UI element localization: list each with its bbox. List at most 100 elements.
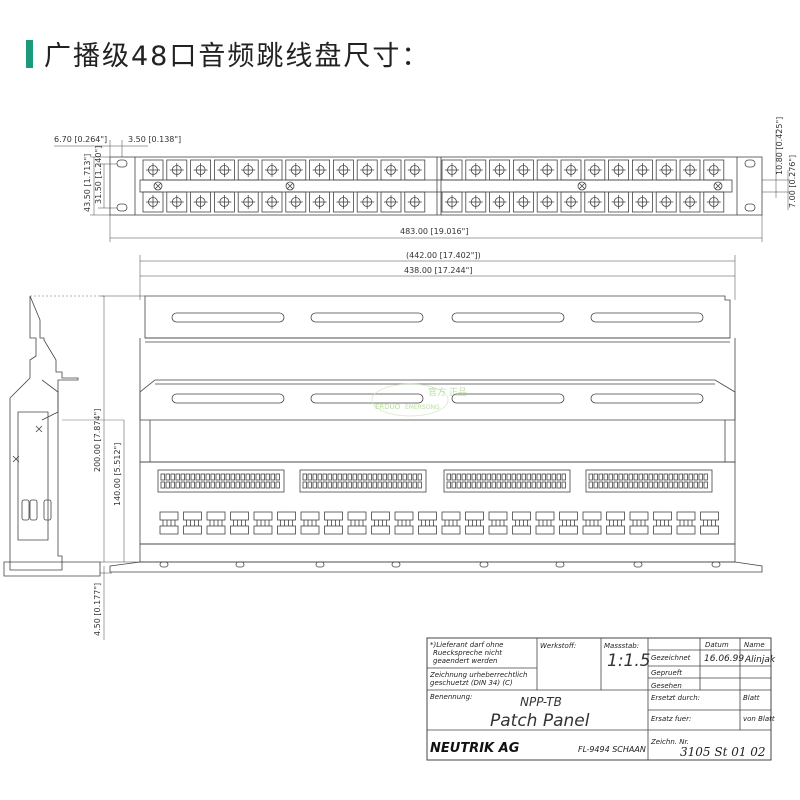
terminal-pair — [465, 511, 484, 535]
jack — [655, 159, 677, 181]
title-block — [426, 637, 772, 761]
dim-442: (442.00 [17.402"]) — [406, 251, 481, 260]
note-line-5: geschuetzt (DIN 34) (C) — [430, 679, 513, 687]
jack — [608, 191, 629, 213]
jack — [703, 159, 725, 181]
dim-7-00: 7.00 [0.276"] — [788, 155, 797, 208]
jack — [142, 191, 164, 213]
massstab-value: 1:1.5 — [607, 651, 651, 671]
edge-slot — [711, 561, 721, 568]
name-label: Name — [744, 641, 765, 649]
datum-label: Datum — [705, 641, 729, 649]
title-block-frame — [426, 637, 772, 761]
watermark-line2: ERDUO — [375, 403, 401, 411]
edge-slot — [159, 561, 169, 568]
gesehen-label: Gesehen — [651, 682, 682, 690]
jack — [560, 191, 582, 213]
terminal-pair — [582, 511, 602, 535]
terminal-pair — [371, 511, 390, 535]
terminal-pair — [183, 511, 202, 535]
dimension-labels: 6.70 [0.264"] 3.50 [0.138"] 483.00 [19.0… — [54, 117, 797, 636]
dim-31-50: 31.50 [1.240"] — [94, 146, 103, 204]
jack — [356, 159, 378, 181]
panel-front-edge — [139, 543, 736, 563]
dim-483: 483.00 [19.016"] — [400, 227, 468, 236]
werkstoff-label: Werkstoff: — [540, 642, 576, 650]
dim-4-50: 4.50 [0.177"] — [93, 583, 102, 636]
title-accent-bar — [26, 40, 33, 68]
jack — [560, 159, 582, 181]
zeichn-label: Zeichn. Nr. — [650, 738, 689, 746]
drawing-number: 3105 St 01 02 — [680, 745, 766, 759]
jack — [584, 191, 606, 213]
dim-200: 200.00 [7.874"] — [93, 409, 102, 472]
jack — [441, 191, 463, 213]
terminal-pair — [394, 511, 414, 535]
massstab-label: Massstab: — [604, 642, 639, 650]
terminal-pair — [441, 511, 461, 535]
terminal-pair — [535, 511, 555, 535]
jack — [213, 159, 235, 181]
cable-tray — [139, 379, 736, 421]
front-dimension-lines — [54, 130, 790, 242]
jack — [655, 191, 677, 213]
jack — [332, 159, 354, 181]
jack — [356, 191, 378, 213]
edge-slot — [479, 561, 489, 568]
terminal-block — [585, 469, 713, 493]
edge-slot — [633, 561, 643, 568]
terminal-pair — [159, 511, 179, 535]
rear-tray — [144, 295, 731, 339]
terminal-block — [299, 469, 427, 493]
ersatz-fuer-label: Ersatz fuer: — [651, 715, 691, 723]
front-view — [54, 130, 790, 242]
jack — [584, 159, 606, 181]
jack — [261, 159, 283, 181]
jack — [237, 191, 259, 213]
terminal-pair — [347, 511, 367, 535]
top-dimension-lines — [100, 255, 736, 640]
terminal-blocks — [157, 469, 713, 493]
product-name: Patch Panel — [490, 711, 590, 731]
gezeichnet-label: Gezeichnet — [651, 654, 691, 662]
jack — [703, 191, 725, 213]
terminal-pair — [629, 511, 649, 535]
jack — [608, 159, 629, 181]
edge-slot — [235, 561, 245, 568]
jack — [380, 191, 402, 213]
jack — [679, 191, 701, 213]
terminal-pair — [324, 511, 343, 535]
edge-slot — [555, 561, 565, 568]
blatt-label: Blatt — [743, 694, 760, 702]
jack — [536, 191, 558, 213]
jack — [513, 191, 534, 213]
datum-value: 16.06.99 — [704, 654, 744, 664]
edge-slot — [391, 561, 401, 568]
jack-row-top — [142, 159, 725, 181]
page-title: 广播级48口音频跳线盘尺寸： — [44, 41, 431, 72]
terminal-pair — [606, 511, 625, 535]
terminal-pair — [512, 511, 531, 535]
dim-3-50: 3.50 [0.138"] — [128, 135, 181, 144]
watermark-line3: EMERSONG — [405, 404, 440, 411]
jack — [489, 159, 511, 181]
terminal-pair — [300, 511, 320, 535]
von-blatt-label: von Blatt — [743, 715, 775, 723]
product-code: NPP-TB — [520, 695, 562, 709]
terminal-block — [157, 469, 285, 493]
terminal-pair — [230, 511, 249, 535]
jack — [261, 191, 283, 213]
dim-43-50: 43.50 [1.713"] — [83, 154, 92, 212]
note-line-1: *)Lieferant darf ohne — [430, 641, 504, 649]
jack — [166, 159, 188, 181]
terminal-pair — [206, 511, 226, 535]
jack — [332, 191, 354, 213]
top-view — [100, 255, 763, 640]
dim-140: 140.00 [5.512"] — [113, 443, 122, 506]
jack — [404, 191, 426, 213]
jack — [465, 159, 487, 181]
jack — [513, 159, 534, 181]
jack — [190, 191, 212, 213]
label-strip — [139, 179, 733, 193]
